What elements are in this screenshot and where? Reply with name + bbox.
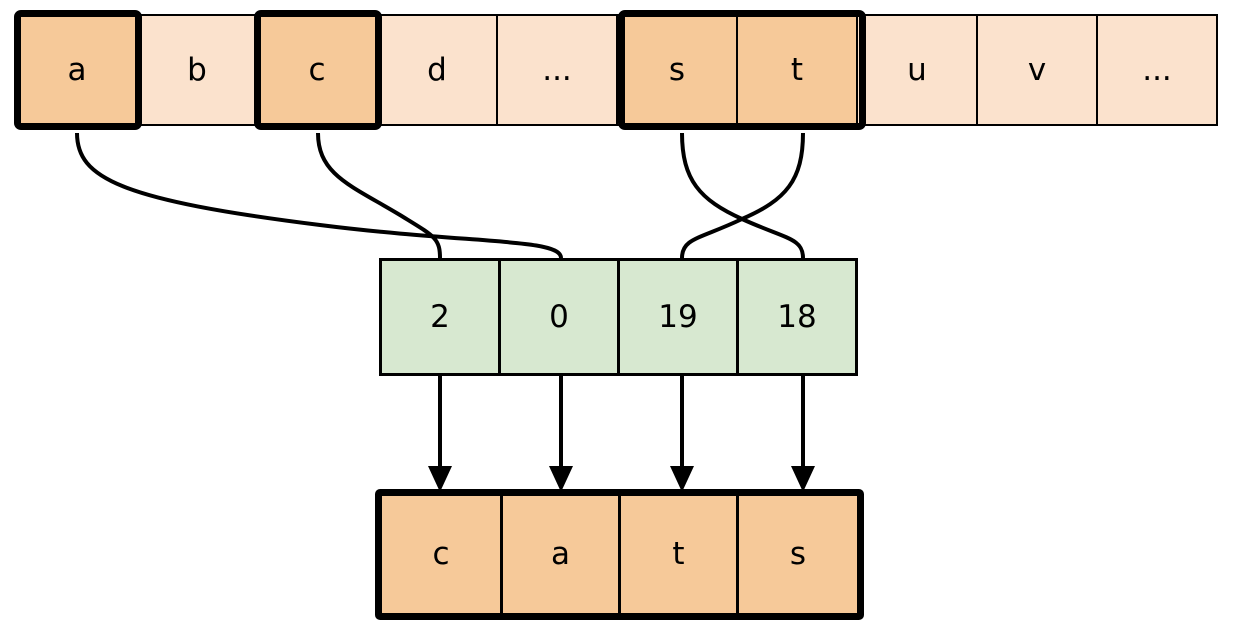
index-cell-label: 18 xyxy=(777,298,817,335)
alphabet-cell-label: d xyxy=(427,51,447,88)
alphabet-cell-label: u xyxy=(907,51,927,88)
index-cell-0[interactable]: 2 xyxy=(379,258,501,376)
alphabet-cell-label: s xyxy=(668,51,686,88)
alphabet-cell-s[interactable]: s xyxy=(616,14,738,126)
alphabet-cell-d[interactable]: d xyxy=(376,14,498,126)
curve-c-to-2 xyxy=(316,132,442,259)
index-cell-label: 2 xyxy=(430,298,450,335)
result-cell-label: t xyxy=(672,536,685,572)
index-cell-2[interactable]: 19 xyxy=(617,258,739,376)
alphabet-cell-label: ... xyxy=(1142,51,1172,88)
alphabet-row: a b c d ... s t u v ... xyxy=(16,14,1218,126)
arrow-index1-to-a xyxy=(549,376,573,492)
arrow-index2-to-t xyxy=(670,376,694,492)
index-cell-label: 0 xyxy=(549,298,569,335)
alphabet-cell-v[interactable]: v xyxy=(976,14,1098,126)
arrow-index0-to-c xyxy=(428,376,452,492)
alphabet-cell-label: b xyxy=(187,51,207,88)
alphabet-cell-c[interactable]: c xyxy=(256,14,378,126)
alphabet-cell-t[interactable]: t xyxy=(736,14,858,126)
curve-t-to-19 xyxy=(680,132,805,259)
alphabet-cell-ellipsis-1[interactable]: ... xyxy=(496,14,618,126)
curve-a-to-0 xyxy=(75,132,563,259)
alphabet-cell-label: t xyxy=(790,51,804,88)
result-cell-label: s xyxy=(789,536,807,572)
alphabet-cell-label: v xyxy=(1027,51,1047,88)
curve-s-to-18 xyxy=(680,132,805,259)
alphabet-cell-b[interactable]: b xyxy=(136,14,258,126)
result-cell-2[interactable]: t xyxy=(618,496,739,613)
result-cell-1[interactable]: a xyxy=(500,496,621,613)
result-row: c a t s xyxy=(375,489,864,620)
index-cell-1[interactable]: 0 xyxy=(498,258,620,376)
alphabet-cell-label: a xyxy=(67,51,87,88)
result-cell-0[interactable]: c xyxy=(382,496,503,613)
result-cell-label: a xyxy=(551,536,570,572)
result-cell-3[interactable]: s xyxy=(736,496,857,613)
index-row: 2 0 19 18 xyxy=(379,258,858,376)
index-cell-3[interactable]: 18 xyxy=(736,258,858,376)
arrow-index3-to-s xyxy=(791,376,815,492)
index-cell-label: 19 xyxy=(658,298,698,335)
alphabet-cell-a[interactable]: a xyxy=(16,14,138,126)
result-cell-label: c xyxy=(432,536,450,572)
alphabet-cell-label: ... xyxy=(542,51,572,88)
alphabet-cell-u[interactable]: u xyxy=(856,14,978,126)
alphabet-cell-ellipsis-2[interactable]: ... xyxy=(1096,14,1218,126)
alphabet-cell-label: c xyxy=(308,51,326,88)
